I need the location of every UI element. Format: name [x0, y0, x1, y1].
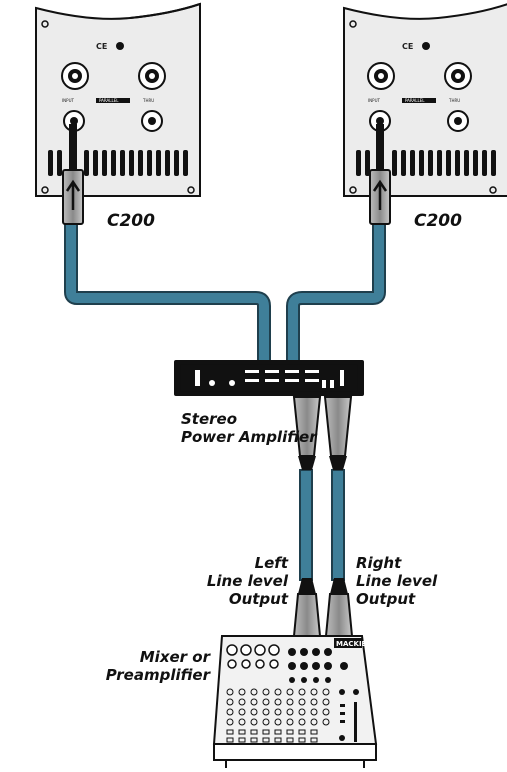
left-output-line1: Left: [255, 554, 289, 572]
right-output-line1: Right: [356, 554, 402, 572]
amplifier-output-plugs: [292, 396, 353, 470]
parallel-label: PARALLEL: [405, 98, 425, 103]
thru-label: THRU: [142, 98, 154, 103]
mixer-label: Mixer or Preamplifier: [106, 648, 212, 684]
left-speaker-model: C200: [107, 211, 155, 231]
svg-text:CE: CE: [96, 42, 107, 51]
amplifier-label: Stereo Power Amplifier: [181, 410, 318, 446]
mixer-knobs: [288, 648, 348, 683]
mixer-output-plugs: [292, 578, 354, 637]
right-line-cable: [331, 469, 345, 581]
left-speaker: CE INPUT PARALLEL THRU C200: [35, 2, 201, 231]
input-label: INPUT: [368, 98, 381, 103]
power-amplifier: [174, 360, 364, 396]
mixer: MACKIE.: [212, 635, 378, 768]
mixer-label-line1: Mixer or: [140, 648, 212, 666]
svg-text:CE: CE: [402, 42, 413, 51]
amplifier-label-line2: Power Amplifier: [181, 428, 318, 446]
master-section: [339, 689, 359, 742]
certification-marks: CE: [96, 42, 124, 51]
mixer-label-line2: Preamplifier: [106, 666, 212, 684]
input-label: INPUT: [62, 98, 75, 103]
right-speaker-plug: [369, 124, 391, 225]
left-output-line2: Line level: [207, 572, 289, 590]
left-output-line3: Output: [229, 590, 289, 608]
heatsink-vents: [356, 150, 496, 176]
right-speaker-model: C200: [414, 211, 462, 231]
thru-label: THRU: [448, 98, 460, 103]
channel-strip-controls: [226, 688, 330, 743]
right-output-line3: Output: [356, 590, 416, 608]
left-output-label: Left Line level Output: [207, 554, 289, 608]
right-speaker: CE INPUT PARALLEL THRU C200: [343, 3, 507, 231]
certification-marks: CE: [402, 42, 430, 51]
mixer-brand: MACKIE.: [336, 640, 369, 648]
line-level-cables: [299, 469, 345, 581]
left-line-cable: [299, 469, 313, 581]
speaker-cables: [64, 222, 386, 364]
left-speaker-plug: [62, 124, 84, 225]
mixer-top-jacks: [226, 644, 280, 669]
right-output-line2: Line level: [356, 572, 438, 590]
amplifier-label-line1: Stereo: [181, 410, 237, 428]
parallel-label: PARALLEL: [99, 98, 119, 103]
right-output-label: Right Line level Output: [356, 554, 438, 608]
heatsink-vents: [48, 150, 188, 176]
